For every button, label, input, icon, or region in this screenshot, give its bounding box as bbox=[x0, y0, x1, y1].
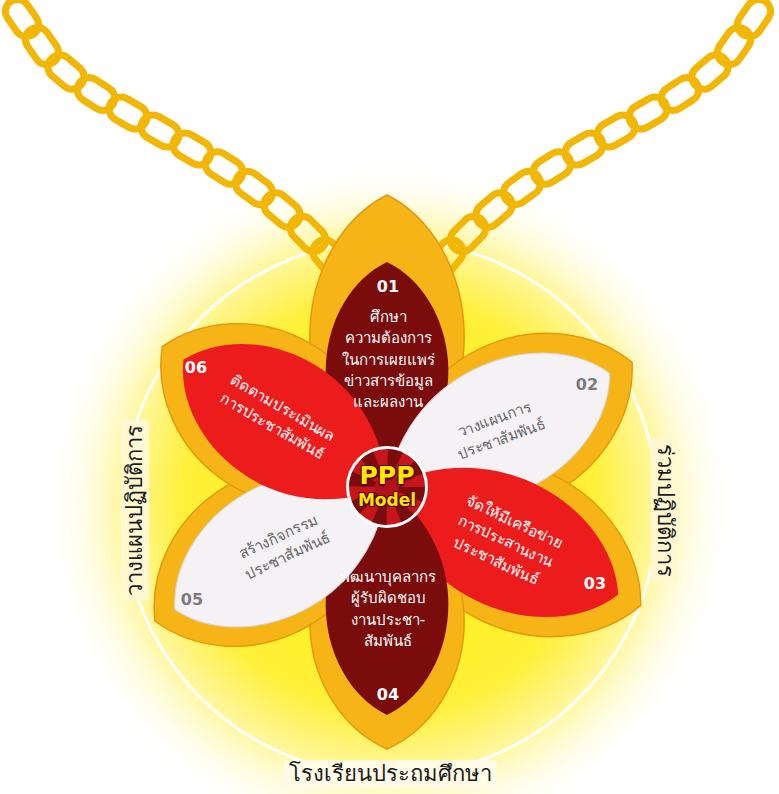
step-number: 01 bbox=[377, 277, 399, 297]
text-holder: ศึกษา ความต้องการ ในการเผยแพร่ ข่าวสารข้… bbox=[342, 307, 435, 413]
chain-link bbox=[285, 211, 330, 256]
text-holder: Model bbox=[358, 490, 416, 511]
text-line: และผลงาน bbox=[342, 392, 435, 413]
text-line: ในการเผยแพร่ bbox=[342, 349, 435, 370]
step-number: 05 bbox=[181, 590, 203, 610]
chain-link bbox=[1, 0, 44, 41]
chain-link bbox=[231, 167, 277, 210]
ring-label: โรงเรียนประถมศึกษา bbox=[284, 760, 497, 788]
chain-link bbox=[43, 50, 89, 94]
chain-link bbox=[529, 147, 576, 189]
chain-link bbox=[471, 188, 517, 232]
text-holder: 02 bbox=[576, 375, 598, 395]
text-holder: PPP bbox=[360, 460, 415, 491]
chain-link bbox=[21, 23, 64, 70]
text-line: งานประชา- bbox=[340, 610, 436, 631]
step-number: 02 bbox=[576, 375, 598, 395]
text-holder: 01 bbox=[377, 277, 399, 297]
text-holder: โรงเรียนประถมศึกษา bbox=[284, 760, 497, 788]
hub-disc bbox=[349, 449, 425, 525]
text-holder: ร่วมปฏิบัติการ bbox=[651, 439, 679, 582]
text-holder: 05 bbox=[181, 590, 203, 610]
model-hub: PPPModel bbox=[345, 445, 429, 529]
ring-label: วางแผนปฏิบัติการ bbox=[121, 420, 149, 601]
chain-link bbox=[687, 50, 733, 94]
text-line: ศึกษา bbox=[342, 307, 435, 328]
model-title: PPP bbox=[360, 460, 415, 491]
model-subtitle: Model bbox=[358, 490, 416, 511]
glow bbox=[45, 160, 735, 794]
step-number: 04 bbox=[377, 685, 399, 705]
ring-label: ร่วมปฏิบัติการ bbox=[651, 439, 679, 582]
petal-outline bbox=[149, 304, 422, 542]
step-text: ศึกษา ความต้องการ ในการเผยแพร่ ข่าวสารข้… bbox=[342, 307, 435, 413]
chain-link bbox=[259, 188, 305, 232]
chain-link bbox=[445, 211, 490, 256]
text-line: ผู้รับผิดชอบ bbox=[340, 589, 436, 610]
text-holder: 04 bbox=[377, 685, 399, 705]
text-line: สัมพันธ์ bbox=[340, 631, 436, 652]
chain-link bbox=[499, 167, 545, 210]
step-text: พัฒนาบุคลากร ผู้รับผิดชอบ งานประชา- สัมพ… bbox=[340, 567, 436, 652]
text-line: พัฒนาบุคลากร bbox=[340, 567, 436, 588]
text-holder: 03 bbox=[584, 574, 606, 594]
chain-link bbox=[713, 23, 756, 70]
text-holder: 06 bbox=[185, 358, 207, 378]
hub-rim bbox=[346, 446, 428, 528]
text-holder: พัฒนาบุคลากร ผู้รับผิดชอบ งานประชา- สัมพ… bbox=[340, 567, 436, 652]
step-number: 03 bbox=[584, 574, 606, 594]
text-holder: วางแผนปฏิบัติการ bbox=[121, 420, 149, 601]
step-number: 06 bbox=[185, 358, 207, 378]
text-line: ความต้องการ bbox=[342, 328, 435, 349]
text-line: ข่าวสารข้อมูล bbox=[342, 371, 435, 392]
chain-link bbox=[201, 147, 248, 189]
chain-link bbox=[733, 0, 776, 41]
